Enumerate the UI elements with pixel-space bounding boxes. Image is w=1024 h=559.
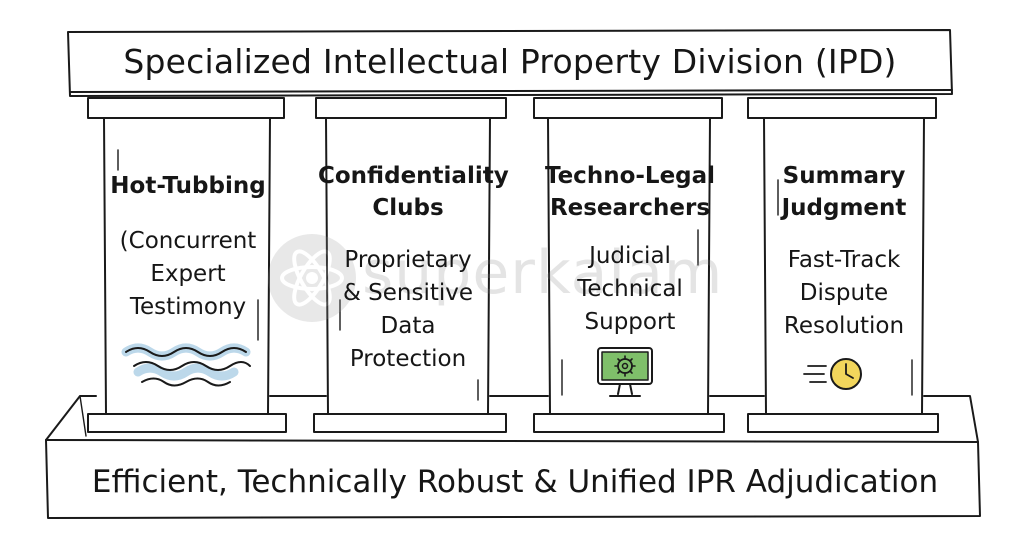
pillar-1-body: (Concurrent Expert Testimony — [108, 225, 268, 324]
water-waves-icon — [121, 343, 251, 387]
pillar-4-body-line: Fast-Track — [787, 247, 901, 273]
pillar-1-heading-line: Hot-Tubbing — [110, 173, 266, 199]
pillar-2-heading-line: Clubs — [372, 195, 444, 221]
pillar-2-body-line: & Sensitive — [342, 280, 474, 306]
pillar-1-body-line: Expert — [150, 261, 226, 287]
pillar-4-body-line: Dispute — [799, 280, 889, 306]
pillar-4-body: Fast-Track Dispute Resolution — [762, 244, 926, 343]
banner-title: Specialized Intellectual Property Divisi… — [123, 42, 897, 81]
pillar-4-heading-line: Judgment — [781, 195, 907, 221]
fast-clock-icon — [803, 358, 862, 390]
pillar-capitals — [87, 97, 937, 119]
pillar-2-heading: Confidentiality Clubs — [318, 160, 509, 224]
banner-frame — [67, 29, 953, 97]
base-title: Efficient, Technically Robust & Unified … — [91, 464, 939, 500]
pillar-2-body-line: Protection — [349, 346, 467, 372]
pillar-4-heading: Summary Judgment — [762, 160, 926, 224]
pillar-2-heading-line: Confidentiality — [318, 163, 509, 189]
pillar-2-body: Proprietary & Sensitive Data Protection — [328, 244, 488, 376]
computer-gear-icon — [597, 347, 653, 397]
pillar-3-body-line: Judicial — [589, 243, 671, 269]
pillar-1-body-line: Testimony — [129, 294, 247, 320]
pillar-1-heading: Hot-Tubbing — [108, 170, 268, 202]
pillar-3-body-line: Technical — [577, 276, 683, 302]
pillar-1-body-line: (Concurrent — [119, 228, 257, 254]
pillar-2-body-line: Data — [380, 313, 436, 339]
pillar-3-body: Judicial Technical Support — [550, 240, 710, 339]
pillar-4-heading-line: Summary — [782, 163, 906, 189]
platform — [45, 395, 981, 519]
pillar-bases — [87, 413, 939, 433]
pillar-3-heading-line: Techno-Legal — [544, 163, 716, 189]
pillar-2-body-line: Proprietary — [344, 247, 472, 273]
pillar-3-body-line: Support — [584, 309, 676, 335]
pillar-3-heading-line: Researchers — [549, 195, 711, 221]
pillar-shafts — [103, 117, 925, 415]
pillar-3-heading: Techno-Legal Researchers — [540, 160, 720, 224]
pillar-4-body-line: Resolution — [783, 313, 905, 339]
